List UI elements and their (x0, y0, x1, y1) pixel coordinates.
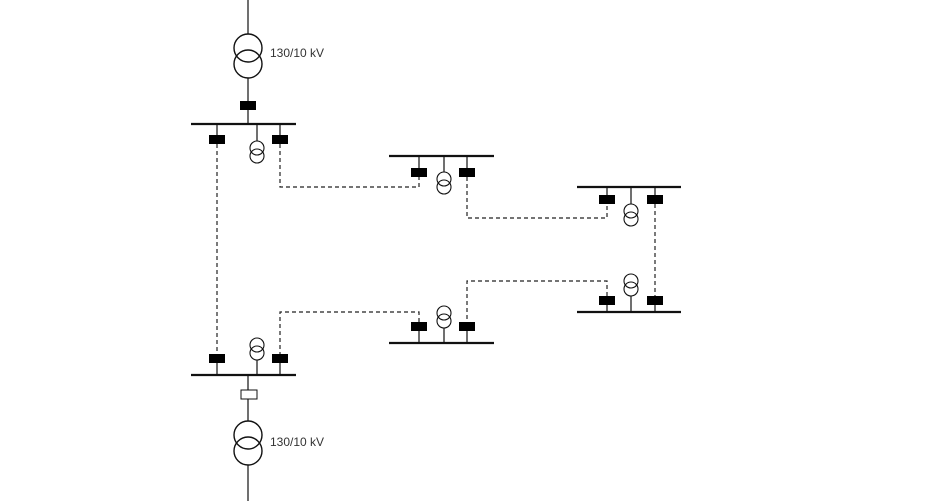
bus-d-aux-transformer-upper (436, 305, 452, 321)
bottom-infeed-breaker-open[interactable] (240, 389, 258, 400)
bottom-infeed: 130/10 kV (233, 375, 324, 501)
bus-f-breaker-right[interactable] (647, 296, 663, 305)
bottom-transformer-coil-upper (233, 420, 263, 450)
top-infeed-breaker[interactable] (240, 101, 256, 110)
cable-f-d[interactable] (466, 280, 608, 322)
bus-c-aux-transformer-upper (436, 171, 452, 187)
bus-f-aux-transformer-lower (623, 281, 639, 297)
bus-e (577, 185, 681, 227)
bus-a-breaker-right[interactable] (272, 135, 288, 144)
bus-a (191, 122, 296, 164)
bus-a-aux-transformer-upper (249, 140, 265, 156)
bottom-transformer-coil-lower (233, 436, 263, 466)
cable-a-c[interactable] (279, 144, 420, 188)
bus-a-breaker-left[interactable] (209, 135, 225, 144)
bus-b (191, 337, 296, 377)
cable-connections (216, 144, 656, 354)
bus-c-breaker-left[interactable] (411, 168, 427, 177)
bus-e-breaker-left[interactable] (599, 195, 615, 204)
bus-f (577, 273, 681, 314)
bus-a-aux-transformer-lower (249, 148, 265, 164)
bus-d (389, 305, 494, 345)
bus-e-aux-transformer-upper (623, 203, 639, 219)
bus-f-breaker-left[interactable] (599, 296, 615, 305)
top-transformer-label: 130/10 kV (270, 46, 324, 60)
bus-c-aux-transformer-lower (436, 179, 452, 195)
cable-d-b[interactable] (279, 311, 420, 354)
bus-e-aux-transformer-lower (623, 211, 639, 227)
cable-c-e[interactable] (466, 177, 608, 219)
top-transformer-coil-lower (233, 49, 263, 79)
top-transformer-coil-upper (233, 33, 263, 63)
bus-c-breaker-right[interactable] (459, 168, 475, 177)
bus-c (389, 154, 494, 195)
bus-b-aux-transformer-upper (249, 337, 265, 353)
bottom-transformer-label: 130/10 kV (270, 435, 324, 449)
top-infeed: 130/10 kV (233, 0, 324, 124)
bus-d-breaker-right[interactable] (459, 322, 475, 331)
bus-d-breaker-left[interactable] (411, 322, 427, 331)
bus-d-aux-transformer-lower (436, 313, 452, 329)
bus-f-aux-transformer-upper (623, 273, 639, 289)
bus-b-aux-transformer-lower (249, 345, 265, 361)
bus-b-breaker-left[interactable] (209, 354, 225, 363)
bus-e-breaker-right[interactable] (647, 195, 663, 204)
bus-b-breaker-right[interactable] (272, 354, 288, 363)
